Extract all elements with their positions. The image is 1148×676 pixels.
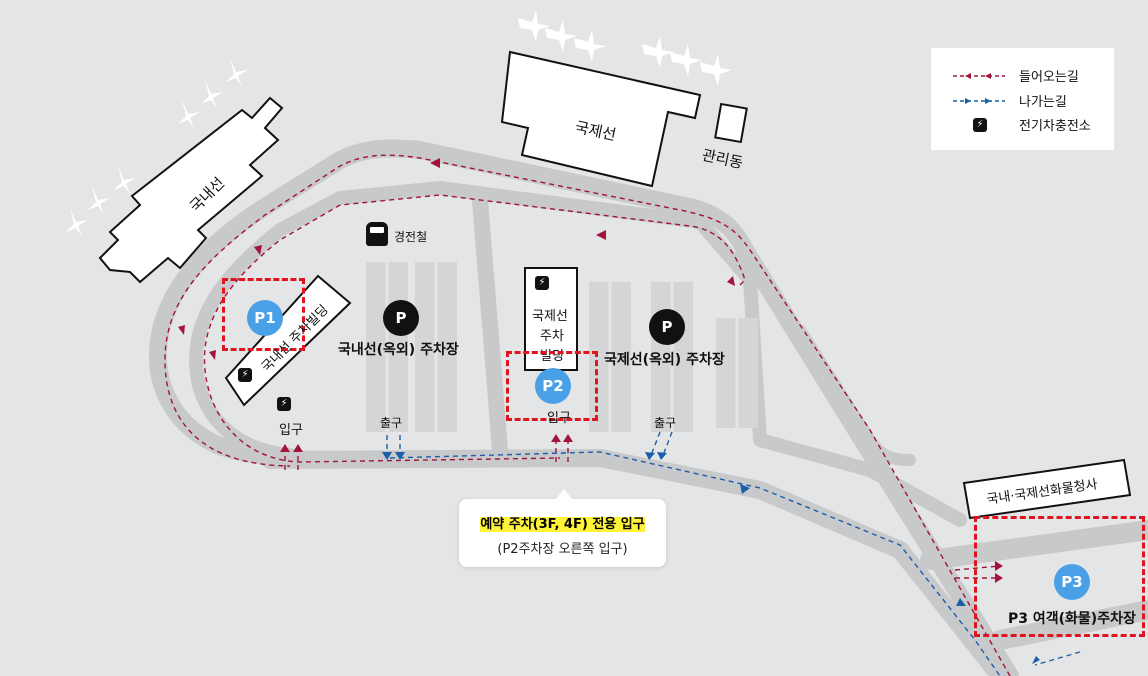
p2-entrance-label: 입구 [547,411,571,426]
p2-building-label-line2: 주차 [540,329,564,344]
legend-ev-row: ⚡ 전기차충전소 [951,115,1091,134]
legend-outbound-label: 나가는길 [1019,95,1067,110]
international-outdoor-exit-label: 출구 [654,416,677,430]
p1-entrance-ev-charger-icon: ⚡ [277,397,291,411]
international-outdoor-parking-badge[interactable]: P [649,309,685,345]
p2-highlight-box [506,351,598,421]
inbound-line-sample [953,72,1005,79]
reservation-entrance-subtext: (P2주차장 오른쪽 입구) [497,542,628,557]
inbound-route [164,154,1011,676]
cargo-terminal [962,458,1132,520]
parking-lot-lines [385,262,739,432]
p3-badge[interactable]: P3 [1054,564,1090,600]
map-legend: 들어오는길 나가는길 ⚡ 전기차충전소 [931,48,1114,150]
outbound-arrows [382,452,1040,664]
domestic-outdoor-parking-badge[interactable]: P [383,300,419,336]
international-terminal [500,50,748,188]
domestic-outdoor-exit-label: 출구 [380,416,403,430]
p3-highlight-box [974,516,1145,637]
p1-badge[interactable]: P1 [247,300,283,336]
legend-ev-label: 전기차충전소 [1019,119,1091,134]
legend-inbound-label: 들어오는길 [1019,70,1079,85]
international-outdoor-parking-label: 국제선(옥외) 주차장 [604,352,725,368]
train-icon [366,222,388,246]
domestic-outdoor-parking-label: 국내선(옥외) 주차장 [338,342,459,358]
airplane-icon [66,10,732,236]
p2-badge[interactable]: P2 [535,368,571,404]
p1-entrance-label: 입구 [279,423,303,438]
legend-outbound-row: 나가는길 [951,91,1067,110]
domestic-terminal [98,96,284,284]
legend-inbound-row: 들어오는길 [951,66,1079,85]
p2-ev-charger-icon: ⚡ [535,276,549,290]
p2-building-label-line1: 국제선 [532,309,568,324]
legend-ev-charger-icon: ⚡ [973,117,987,132]
p1-building [224,274,352,407]
outbound-line-sample [953,97,1005,104]
inbound-arrows [178,158,1003,583]
p3-parking-label: P3 여객(화물)주차장 [1008,611,1136,627]
light-rail-label: 경전철 [394,230,428,244]
p1-highlight-box [222,278,305,351]
reservation-entrance-highlight: 예약 주차(3F, 4F) 전용 입구 [480,517,645,532]
p1-ev-charger-icon: ⚡ [238,368,252,382]
reservation-entrance-callout: 예약 주차(3F, 4F) 전용 입구 (P2주차장 오른쪽 입구) [459,489,666,567]
